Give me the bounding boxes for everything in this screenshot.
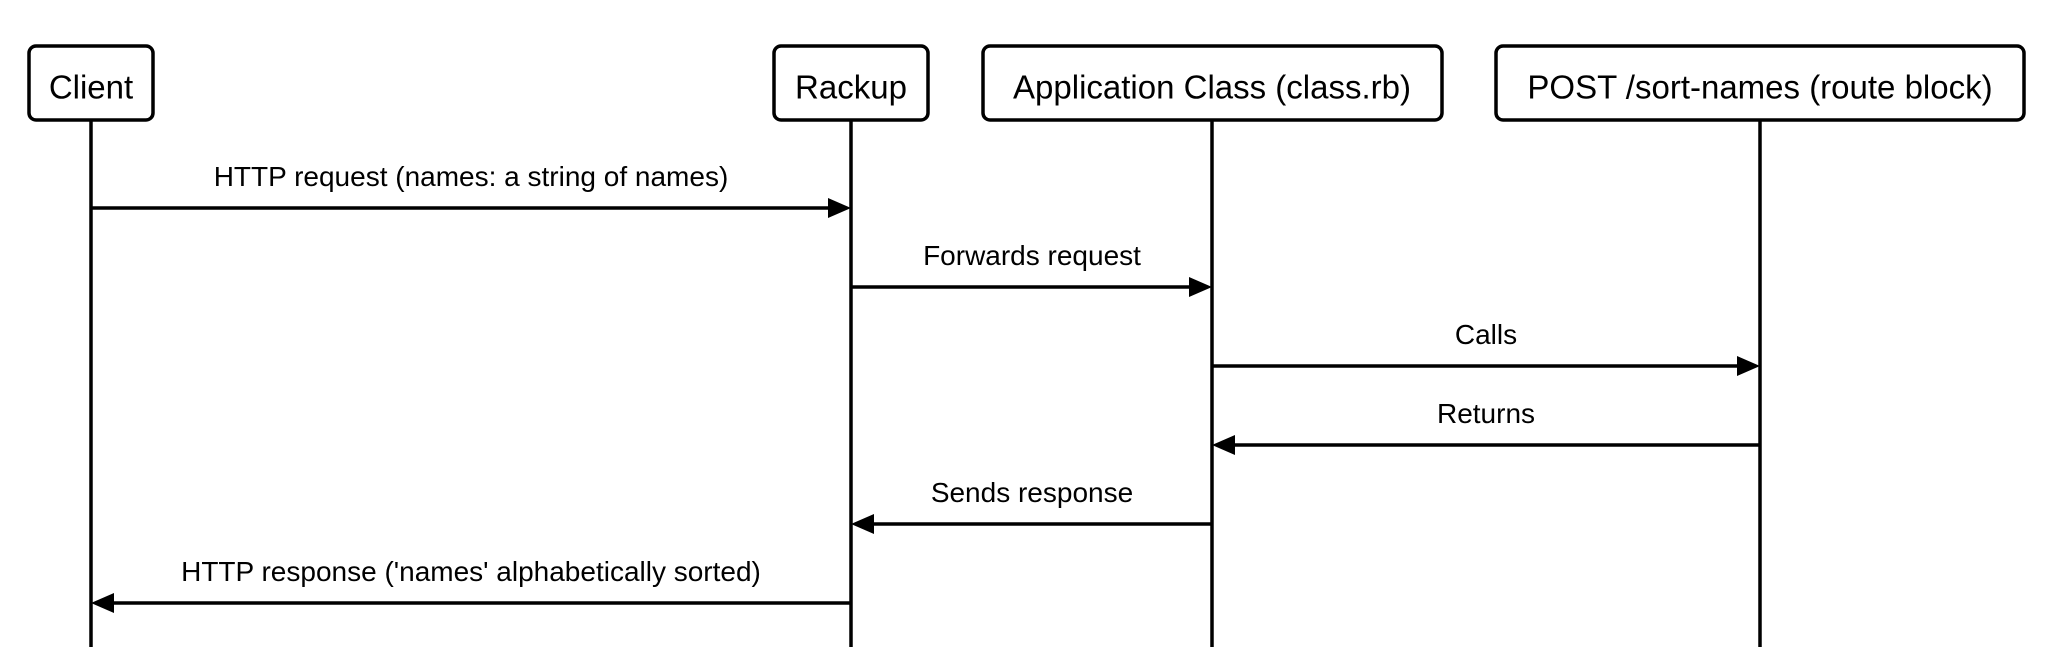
message-label: HTTP request (names: a string of names) — [214, 161, 729, 192]
participant-route-block: POST /sort-names (route block) — [1494, 44, 2026, 122]
message-forwards-request: Forwards request — [851, 240, 1212, 297]
participant-label: Client — [49, 69, 133, 106]
participant-application-class: Application Class (class.rb) — [981, 44, 1444, 122]
arrowhead-left-icon — [91, 593, 114, 613]
arrowhead-left-icon — [851, 514, 874, 534]
message-http-response: HTTP response ('names' alphabetically so… — [91, 556, 851, 613]
message-calls: Calls — [1212, 319, 1760, 376]
participant-label: Rackup — [795, 69, 907, 106]
arrowhead-right-icon — [828, 198, 851, 218]
message-label: Forwards request — [923, 240, 1141, 271]
message-label: Returns — [1437, 398, 1535, 429]
participant-label: POST /sort-names (route block) — [1527, 69, 1992, 106]
participant-box — [772, 44, 930, 122]
participant-box — [981, 44, 1444, 122]
participant-rackup: Rackup — [772, 44, 930, 122]
message-returns: Returns — [1212, 398, 1760, 455]
participant-label: Application Class (class.rb) — [1013, 69, 1411, 106]
message-sends-response: Sends response — [851, 477, 1212, 534]
arrowhead-right-icon — [1737, 356, 1760, 376]
message-label: HTTP response ('names' alphabetically so… — [181, 556, 761, 587]
message-http-request: HTTP request (names: a string of names) — [91, 161, 851, 218]
participant-box — [1494, 44, 2026, 122]
message-label: Calls — [1455, 319, 1517, 350]
participant-box — [27, 44, 155, 122]
participant-client: Client — [27, 44, 155, 122]
message-label: Sends response — [931, 477, 1133, 508]
arrowhead-right-icon — [1189, 277, 1212, 297]
arrowhead-left-icon — [1212, 435, 1235, 455]
